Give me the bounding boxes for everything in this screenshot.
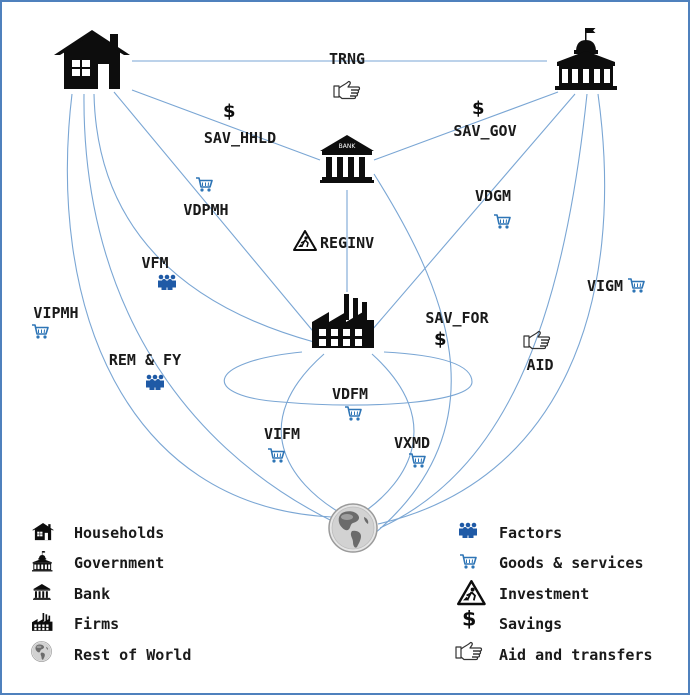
bank-icon xyxy=(33,584,51,600)
factors-icon xyxy=(146,374,164,390)
flow-label-sav-hhld: SAV_HHLD xyxy=(204,129,276,147)
legend-label-savings: Savings xyxy=(499,615,562,633)
dollar-icon xyxy=(472,98,485,119)
bank-icon: BANK xyxy=(320,135,374,183)
cart-icon xyxy=(195,177,213,193)
hand-icon xyxy=(455,642,483,661)
dollar-icon xyxy=(462,606,477,631)
flow-label-vdgm: VDGM xyxy=(475,187,511,205)
legend-label-goods-services: Goods & services xyxy=(499,554,644,572)
legend-left: Households Government Bank Firms Rest of… xyxy=(31,523,191,664)
legend-label-rest-of-world: Rest of World xyxy=(74,646,191,664)
flow-label-vfm: VFM xyxy=(141,254,168,272)
flow-label-vigm: VIGM xyxy=(587,277,623,295)
flow-label-vipmh: VIPMH xyxy=(33,304,78,322)
flow-line-vdfm xyxy=(223,351,473,406)
flow-label-sav-for: SAV_FOR xyxy=(425,309,489,327)
flow-line-rem-fy xyxy=(83,93,335,523)
hand-icon xyxy=(333,81,361,100)
bank-sign-text: BANK xyxy=(339,143,357,150)
legend-right: Factors Goods & services Investment Savi… xyxy=(455,522,653,664)
globe-icon xyxy=(31,641,52,662)
legend-label-government: Government xyxy=(74,554,164,572)
globe-icon xyxy=(328,503,378,553)
flow-line-vfm xyxy=(93,93,315,343)
legend-label-firms: Firms xyxy=(74,615,119,633)
flow-line-vifm xyxy=(280,353,343,515)
factors-icon xyxy=(459,522,477,538)
flow-label-vifm: VIFM xyxy=(264,425,300,443)
flow-line-sav-for xyxy=(373,173,452,535)
flow-label-trng: TRNG xyxy=(329,50,365,68)
cart-icon xyxy=(31,324,49,340)
cart-icon xyxy=(344,406,362,422)
legend-label-bank: Bank xyxy=(74,585,110,603)
flow-label-vxmd: VXMD xyxy=(394,434,430,452)
flow-line-vxmd xyxy=(363,353,415,513)
legend-label-households: Households xyxy=(74,524,164,542)
flow-line-vigm xyxy=(377,93,606,525)
flow-line-sav-gov xyxy=(373,91,559,161)
government-building-icon xyxy=(555,28,617,90)
dollar-icon xyxy=(223,101,236,122)
hand-icon xyxy=(523,331,551,350)
government-building-icon xyxy=(32,551,53,572)
flow-line-sav-hhld xyxy=(131,89,321,161)
investment-icon xyxy=(293,230,317,251)
flow-line-vdgm xyxy=(371,93,576,331)
factory-icon xyxy=(312,294,374,348)
cart-icon xyxy=(267,448,285,464)
house-icon xyxy=(32,523,55,541)
legend-label-investment: Investment xyxy=(499,585,589,603)
flow-label-vdfm: VDFM xyxy=(332,385,368,403)
cart-icon xyxy=(627,278,645,294)
flow-line-vipmh xyxy=(66,93,333,518)
flow-label-aid: AID xyxy=(526,356,553,374)
cart-icon xyxy=(408,453,426,469)
factory-icon xyxy=(32,613,53,631)
legend-label-aid-transfers: Aid and transfers xyxy=(499,646,653,664)
flow-line-vdpmh xyxy=(113,91,323,343)
investment-icon xyxy=(457,580,486,606)
cart-icon xyxy=(459,554,477,570)
cart-icon xyxy=(493,214,511,230)
flow-lines xyxy=(66,60,606,535)
flow-label-reginv: REGINV xyxy=(320,234,374,252)
flow-label-vdpmh: VDPMH xyxy=(183,201,228,219)
flow-label-sav-gov: SAV_GOV xyxy=(453,122,516,140)
flow-label-rem-fy: REM & FY xyxy=(109,351,181,369)
dollar-icon xyxy=(434,329,447,350)
legend-label-factors: Factors xyxy=(499,524,562,542)
legend: Households Government Bank Firms Rest of… xyxy=(31,522,653,664)
house-icon xyxy=(54,30,130,89)
factors-icon xyxy=(158,274,176,290)
flow-line-aid xyxy=(379,93,588,529)
